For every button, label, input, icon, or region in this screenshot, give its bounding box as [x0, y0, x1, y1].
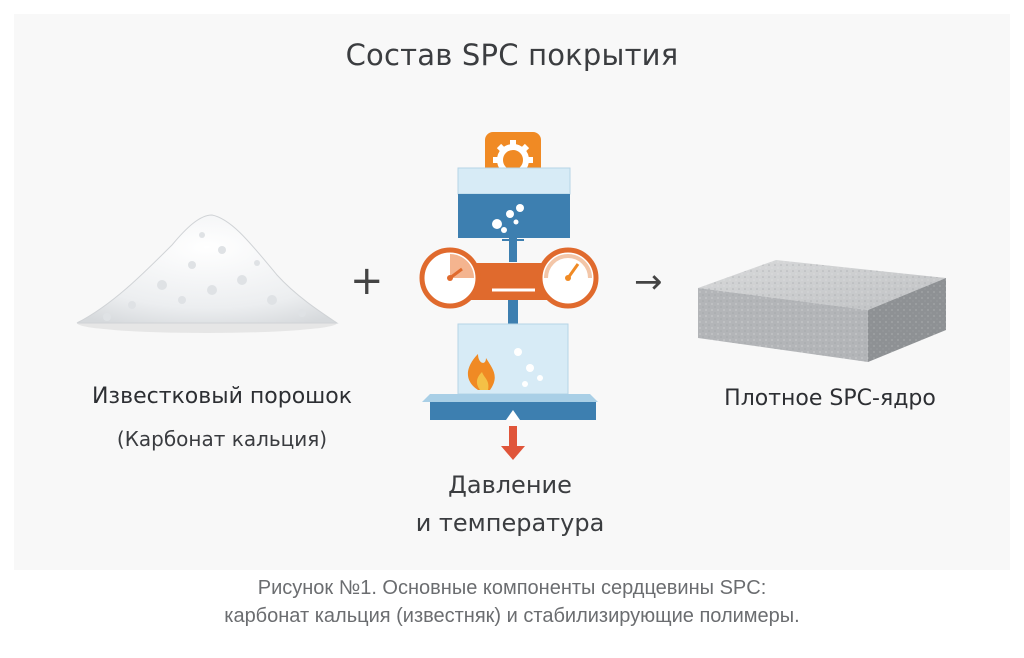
limestone-name: Известковый порошок [91, 384, 353, 409]
process-line2: и температура [415, 509, 605, 537]
spc-core-label: Плотное SPC-ядро [724, 386, 936, 411]
page-title: Состав SPC покрытия [345, 38, 679, 72]
limestone-powder-illustration [76, 214, 339, 333]
pressure-gauge-right [537, 247, 599, 309]
process-label: Давление и температура [360, 466, 660, 542]
flame-icon [467, 354, 495, 390]
limestone-label: Известковый порошок (Карбонат кальция) [52, 384, 392, 451]
plus-operator: + [350, 258, 384, 304]
caption-line2: карбонат кальция (известняк) и стабилизи… [224, 605, 800, 627]
pressure-gauge-left [419, 247, 481, 309]
result-arrow: → [634, 262, 663, 302]
spc-core-illustration [698, 260, 946, 362]
caption-line1: Рисунок №1. Основные компоненты сердцеви… [257, 577, 767, 599]
limestone-subtitle: (Карбонат кальция) [116, 427, 328, 451]
figure-caption: Рисунок №1. Основные компоненты сердцеви… [0, 574, 1024, 630]
press-illustration [419, 132, 599, 460]
process-line1: Давление [448, 471, 572, 499]
